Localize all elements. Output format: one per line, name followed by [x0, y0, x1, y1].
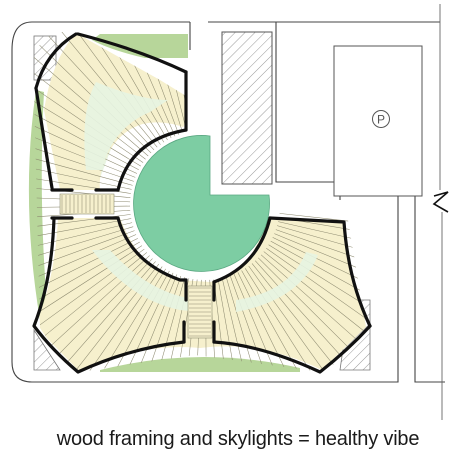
plank-line: [274, 233, 366, 293]
connector-deck: [59, 193, 115, 215]
plank-line: [34, 96, 139, 171]
plank-line: [254, 260, 360, 372]
connector-planks: [61, 195, 211, 337]
plank-line: [34, 241, 140, 319]
interior-wall: [212, 216, 272, 284]
plank-line: [251, 263, 350, 372]
plank-line: [213, 279, 233, 372]
plank-line: [34, 238, 138, 308]
plaza-area: [92, 250, 200, 312]
plank-line: [217, 278, 246, 372]
plank-line: [233, 274, 295, 372]
property-line: [439, 4, 443, 420]
plank-line: [241, 270, 318, 372]
plank-line: [237, 272, 307, 372]
hatched-area-icon: [33, 35, 57, 81]
caption: wood framing and skylights = healthy vib…: [56, 428, 420, 450]
plank-line: [279, 208, 366, 219]
plaza-area: [84, 82, 168, 170]
site-boundary-line: [11, 21, 445, 383]
lawn-area: [92, 34, 188, 58]
plank-line: [270, 240, 366, 317]
plank-line: [207, 32, 214, 131]
plank-line: [279, 198, 366, 204]
plank-line: [221, 277, 258, 372]
hatched-area-icon: [221, 31, 273, 185]
plank-line: [34, 144, 133, 186]
exterior-wall: [76, 32, 188, 74]
wall-stub: [50, 188, 120, 220]
plank-line: [34, 226, 134, 272]
plank-line: [34, 218, 132, 247]
site-plan: P: [11, 4, 449, 420]
exterior-wall: [34, 32, 78, 190]
plank-line: [244, 268, 329, 372]
plank-line: [68, 32, 161, 145]
plank-line: [34, 156, 132, 190]
plank-line: [34, 132, 134, 182]
plank-line: [34, 64, 146, 160]
plank-line: [34, 230, 135, 284]
plank-line: [89, 32, 168, 141]
interior-wall: [116, 128, 188, 192]
site-boundary-break-icon: [432, 191, 449, 213]
plank-line: [187, 32, 200, 131]
exterior-wall: [212, 324, 372, 374]
parking-label: P: [377, 113, 385, 127]
plank-line: [101, 32, 172, 139]
plank-line: [34, 234, 137, 296]
exterior-wall: [32, 216, 186, 374]
plank-line: [34, 245, 143, 330]
plank-line: [34, 222, 133, 260]
plank-line: [34, 108, 138, 174]
plank-line: [266, 248, 366, 338]
lawn-area: [28, 90, 48, 320]
plank-line: [34, 85, 141, 167]
wall-stub: [182, 278, 216, 344]
plank-line: [272, 237, 366, 305]
hatched-area-icon: [33, 328, 61, 371]
plank-line: [268, 244, 366, 328]
lawn-area: [100, 356, 300, 372]
exterior-wall: [268, 216, 372, 328]
parking-icon: P: [372, 110, 390, 128]
plank-line: [199, 32, 204, 131]
plank-line: [225, 276, 271, 372]
courtyard-circle: [133, 135, 270, 272]
interior-wall: [116, 216, 188, 282]
plank-line: [34, 120, 136, 178]
plank-line: [277, 225, 366, 269]
plaza-area: [236, 252, 318, 312]
